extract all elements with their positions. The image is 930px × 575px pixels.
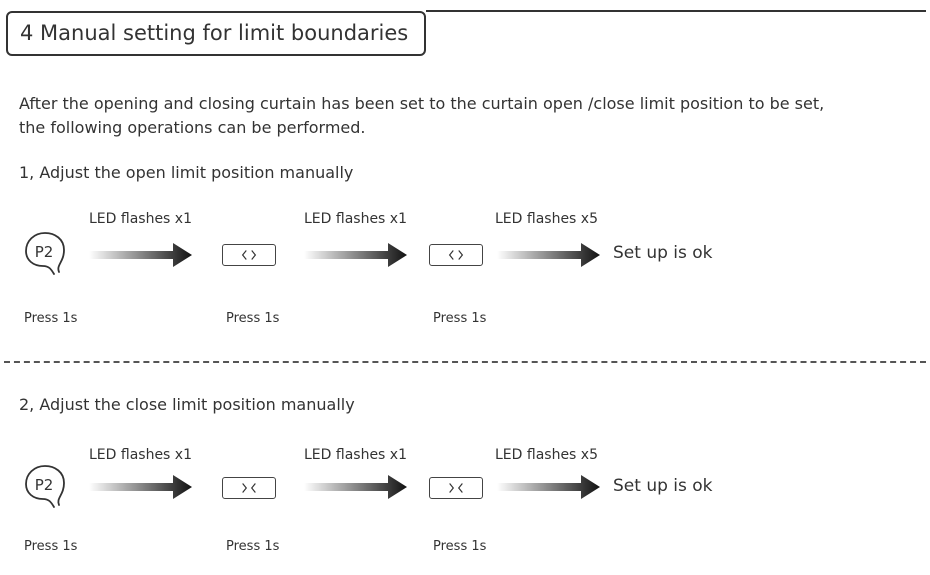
result-text: Set up is ok — [613, 476, 713, 496]
intro-paragraph: After the opening and closing curtain ha… — [19, 92, 919, 140]
arrow-icon — [304, 475, 407, 499]
p2-press-icon: P2 — [25, 465, 65, 508]
led-flash-label: LED flashes x1 — [89, 447, 192, 463]
press-label: Press 1s — [226, 539, 280, 554]
p2-press-icon: P2 — [25, 232, 65, 275]
press-label: Press 1s — [24, 311, 78, 326]
p2-label: P2 — [35, 476, 54, 494]
led-flash-label: LED flashes x1 — [89, 211, 192, 227]
press-label: Press 1s — [433, 539, 487, 554]
press-label: Press 1s — [433, 311, 487, 326]
open-chevrons-icon — [222, 244, 276, 266]
section-divider — [4, 361, 926, 363]
step-2-heading: 2, Adjust the close limit position manua… — [19, 395, 355, 414]
intro-line-1: After the opening and closing curtain ha… — [19, 94, 825, 113]
intro-line-2: the following operations can be performe… — [19, 118, 366, 137]
led-flash-label: LED flashes x1 — [304, 211, 407, 227]
arrow-icon — [89, 243, 192, 267]
section-title: 4 Manual setting for limit boundaries — [6, 11, 426, 56]
arrow-icon — [497, 475, 600, 499]
top-rule — [426, 10, 926, 12]
step-1-heading: 1, Adjust the open limit position manual… — [19, 163, 354, 182]
open-chevrons-icon — [429, 244, 483, 266]
arrow-icon — [89, 475, 192, 499]
press-label: Press 1s — [226, 311, 280, 326]
led-flash-label: LED flashes x1 — [304, 447, 407, 463]
arrow-icon — [497, 243, 600, 267]
led-flash-label: LED flashes x5 — [495, 211, 598, 227]
led-flash-label: LED flashes x5 — [495, 447, 598, 463]
close-chevrons-icon — [222, 477, 276, 499]
press-label: Press 1s — [24, 539, 78, 554]
close-chevrons-icon — [429, 477, 483, 499]
arrow-icon — [304, 243, 407, 267]
result-text: Set up is ok — [613, 243, 713, 263]
p2-label: P2 — [35, 243, 54, 261]
